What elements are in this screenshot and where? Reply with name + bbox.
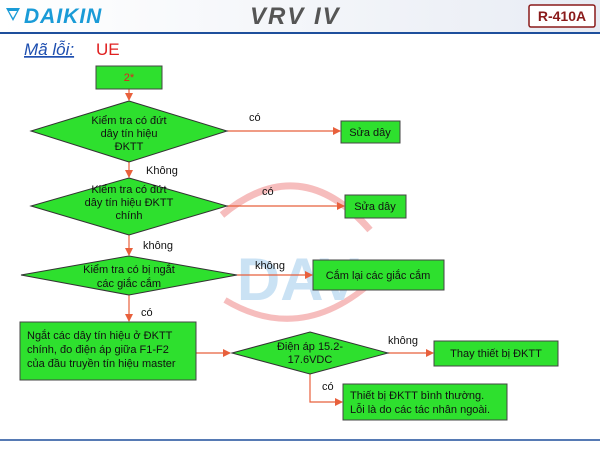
d1-no-label: Không xyxy=(146,165,178,177)
fix2-label: Sửa dây xyxy=(354,201,396,213)
d2-line3: chính xyxy=(116,210,143,222)
d2-no-label: không xyxy=(143,240,173,252)
fix-wire-box-2: Sửa dây xyxy=(344,194,407,219)
refrigerant-text: R-410A xyxy=(538,8,586,24)
measure-line2: chính, đo điện áp giữa F1-F2 xyxy=(27,344,169,356)
fix1-label: Sửa dây xyxy=(349,127,391,139)
replace-label: Thay thiết bị ĐKTT xyxy=(450,348,542,360)
d4-line1: Điện áp 15.2- xyxy=(277,341,343,353)
d3-yes-label: có xyxy=(141,307,153,319)
replace-controller-box: Thay thiết bị ĐKTT xyxy=(433,340,559,367)
header: DAIKIN VRV IV R-410A xyxy=(0,0,600,34)
d4-yes-label: có xyxy=(322,381,334,393)
d3-no-label: không xyxy=(255,260,285,272)
d1-line1: Kiểm tra có đứt xyxy=(91,115,166,127)
d4-line2: 17.6VDC xyxy=(288,354,333,366)
decision-connector-unplugged: Kiểm tra có bị ngắt các giắc cắm xyxy=(20,255,238,296)
d3-line2: các giắc cắm xyxy=(97,277,161,290)
daikin-logo: DAIKIN xyxy=(6,5,102,28)
start-label: 2* xyxy=(124,72,135,84)
controller-ok-box: Thiết bị ĐKTT bình thường. Lỗi là do các… xyxy=(342,383,508,421)
fix3-label: Cắm lại các giắc cắm xyxy=(326,269,431,282)
d1-line3: ĐKTT xyxy=(115,141,144,153)
replug-connectors-box: Cắm lại các giắc cắm xyxy=(312,259,445,291)
product-title: VRV IV xyxy=(250,3,341,30)
fix-wire-box-1: Sửa dây xyxy=(340,120,401,144)
d4-no-label: không xyxy=(388,335,418,347)
d1-yes-label: có xyxy=(249,112,261,124)
decision-main-wire-break: Kiểm tra có đứt dây tín hiệu ĐKTT chính xyxy=(29,177,229,236)
error-label: Mã lỗi: xyxy=(24,40,74,59)
watermark: DAV xyxy=(219,182,374,322)
d3-line1: Kiểm tra có bị ngắt xyxy=(83,263,175,276)
ok-line1: Thiết bị ĐKTT bình thường. xyxy=(350,390,484,402)
d1-line2: dây tín hiệu xyxy=(101,128,158,140)
d2-line2: dây tín hiệu ĐKTT xyxy=(85,197,174,209)
d2-line1: Kiểm tra có đứt xyxy=(91,184,166,196)
measure-voltage-box: Ngắt các dây tín hiệu ở ĐKTT chính, đo đ… xyxy=(19,321,197,381)
decision-wire-break: Kiểm tra có đứt dây tín hiệu ĐKTT xyxy=(29,100,229,163)
measure-line3: của đầu truyền tín hiệu master xyxy=(27,358,176,370)
measure-line1: Ngắt các dây tín hiệu ở ĐKTT xyxy=(27,329,173,342)
error-code: UE xyxy=(96,40,120,59)
connectors xyxy=(125,89,434,406)
d2-yes-label: có xyxy=(262,186,274,198)
brand-text: DAIKIN xyxy=(24,5,102,28)
start-box: 2* xyxy=(95,65,163,90)
refrigerant-badge xyxy=(528,4,596,28)
ok-line2: Lỗi là do các tác nhân ngoài. xyxy=(350,403,490,416)
decision-voltage-range: Điện áp 15.2- 17.6VDC xyxy=(230,331,390,375)
